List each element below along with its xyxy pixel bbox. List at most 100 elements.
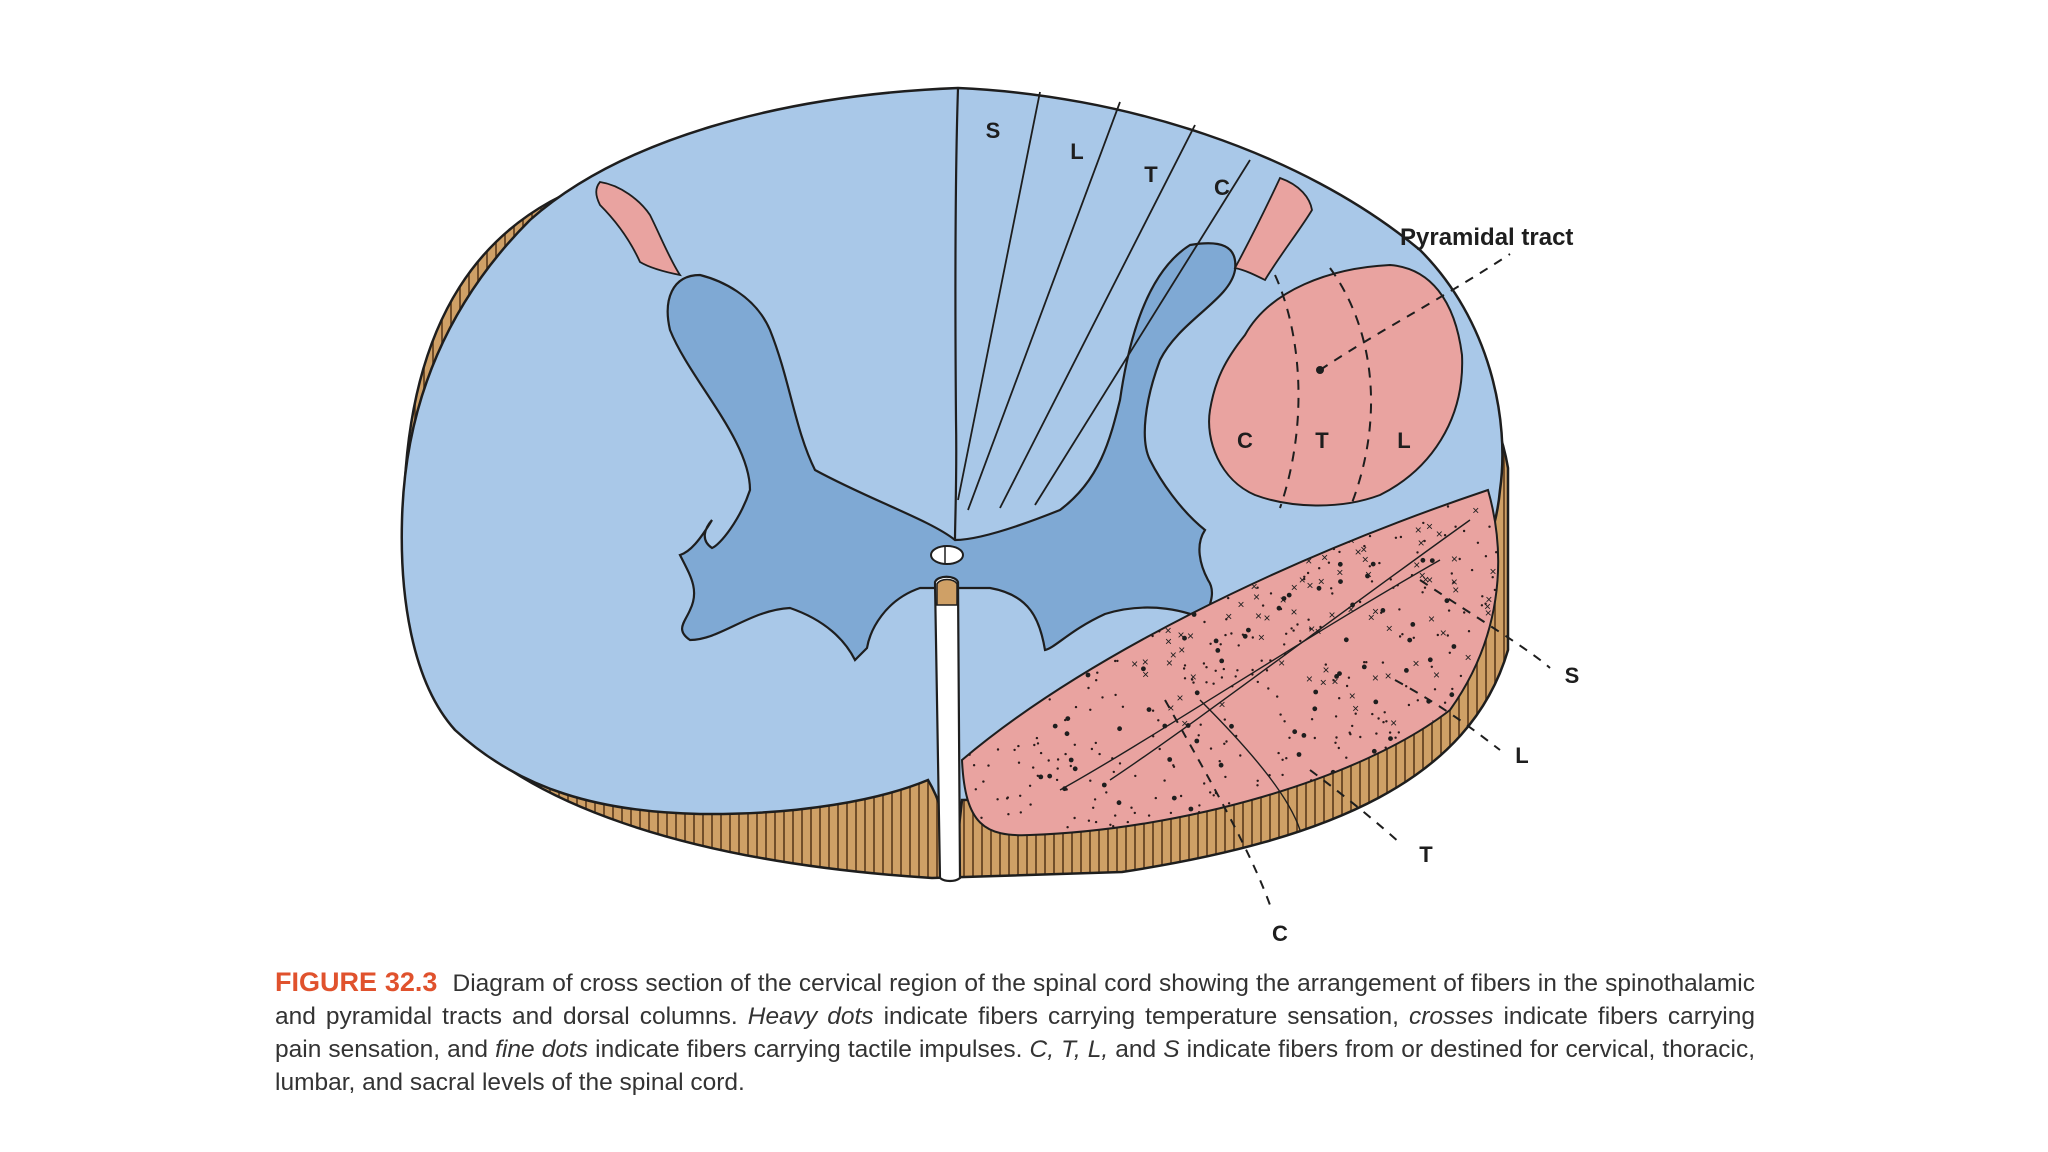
fine-dot [1363,814,1367,818]
cross-mark: × [1219,698,1226,712]
cross-mark: × [1280,593,1287,607]
fine-dot [1491,576,1494,579]
heavy-dot [1182,635,1187,641]
caption-text-6: indicate fibers from or destined for cer… [275,1036,1756,1096]
heavy-dot [1246,627,1251,633]
heavy-dot [1365,573,1370,579]
fine-dot [1130,806,1133,809]
cross-mark: × [1490,565,1497,579]
fine-dot [1447,609,1451,612]
fine-dot [1092,806,1095,809]
fine-dot [1029,803,1032,806]
heavy-dot [1380,608,1386,613]
fine-dot [1066,826,1069,829]
cross-mark: × [1362,552,1369,566]
fine-dot [1260,659,1263,662]
cross-mark: × [1452,583,1459,597]
fine-dot [1457,769,1461,772]
fine-dot [1151,709,1155,712]
fine-dot [1182,667,1186,670]
fine-dot [1345,684,1349,688]
fine-dot [1069,764,1073,768]
fine-dot [1121,705,1125,708]
heavy-dot [1229,723,1234,729]
fine-dot [1203,620,1206,624]
fine-dot [1212,682,1215,685]
caption-letters: C, T, L, [1029,1036,1109,1063]
fine-dot [1332,547,1336,551]
fine-dot [1388,731,1392,734]
cross-mark: × [1419,569,1426,583]
heavy-dot [1338,579,1343,584]
cross-mark: × [1368,610,1375,624]
fine-dot [1454,525,1457,528]
pyramidal-label-l: L [1397,428,1410,453]
fine-dot [1225,618,1228,621]
fine-dot [1484,555,1488,558]
cross-mark: × [1365,568,1372,582]
cross-mark: × [1415,523,1422,537]
fine-dot [1313,736,1317,740]
caption-crosses: crosses [1409,1003,1494,1030]
fissure-cap [936,578,958,606]
fine-dot [1134,774,1137,778]
fine-dot [1407,703,1411,707]
fine-dot [1230,632,1233,635]
central-canal [930,545,964,565]
cross-mark: × [1413,656,1420,670]
fine-dot [1036,774,1040,777]
fine-dot [1064,752,1067,756]
fine-dot [1337,746,1341,750]
fine-dot [1209,642,1212,645]
cross-mark: × [1170,648,1177,662]
fine-dot [1433,688,1437,691]
fine-dot [1394,736,1397,739]
fine-dot [1472,755,1476,759]
fine-dot [1205,681,1208,684]
heavy-dot [1117,726,1122,732]
heavy-dot [1167,757,1173,762]
fine-dot [1265,669,1269,672]
heavy-dot [1430,806,1436,812]
fine-dot [1017,761,1021,764]
fine-dot [1277,751,1280,755]
fine-dot [1056,758,1060,761]
fine-dot [1256,784,1259,787]
fine-dot [1292,629,1295,632]
cross-mark: × [1187,629,1194,643]
fine-dot [1169,811,1173,815]
cross-mark: × [1428,612,1435,626]
cross-mark: × [1385,669,1392,683]
fine-dot [1416,699,1420,702]
fine-dot [1318,567,1321,570]
fine-dot [1192,681,1195,684]
spinothalamic-label-t: T [1419,842,1433,867]
fine-dot [1017,744,1020,748]
fine-dot [1371,712,1374,716]
fine-dot [1096,671,1099,674]
pyramidal-label-t: T [1315,428,1329,453]
fine-dot [1239,754,1242,757]
fine-dot [1019,794,1022,797]
fine-dot [1457,741,1461,744]
cross-mark: × [1349,689,1356,703]
fine-dot [1324,663,1328,666]
fine-dot [1462,529,1466,533]
heavy-dot [1064,731,1070,737]
cross-mark: × [1253,590,1260,604]
fine-dot [1225,740,1228,743]
fine-dot [1338,550,1341,554]
fine-dot [1416,551,1419,554]
fine-dot [1095,679,1098,682]
fine-dot [1398,635,1402,638]
fine-dot [1368,565,1372,568]
fine-dot [1074,705,1078,709]
heavy-dot [1281,596,1287,601]
heavy-dot [1219,658,1225,664]
cross-mark: × [1360,543,1367,557]
heavy-dot [1218,762,1224,768]
cross-mark: × [1181,716,1188,730]
cross-mark: × [1323,663,1330,677]
heavy-dot [1068,757,1074,763]
caption-text-1: Diagram of cross section of the cervical… [275,970,1755,1030]
